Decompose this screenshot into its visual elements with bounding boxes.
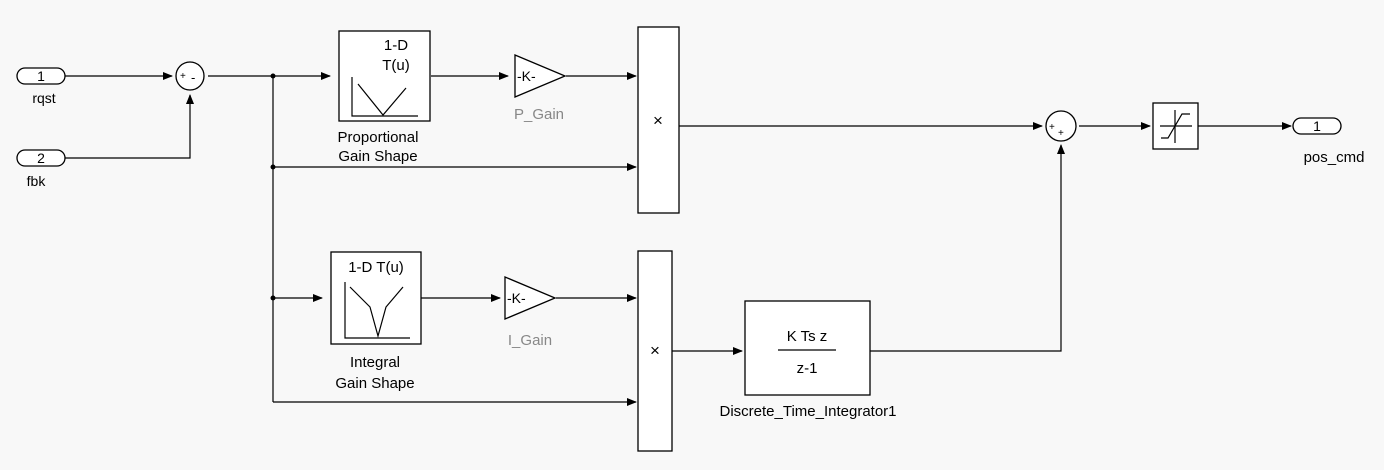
i-lookup-label-line2: Gain Shape (335, 375, 414, 392)
inport-rqst-shape[interactable] (16, 67, 66, 85)
p-gain-block[interactable]: -K- P_Gain (514, 54, 567, 123)
inport-fbk-number: 2 (37, 150, 45, 166)
saturation-curve (1161, 113, 1190, 139)
p-lookup-axes (351, 77, 418, 117)
p-product-symbol: × (653, 111, 663, 130)
sum-output-sign-1: + (1049, 122, 1055, 133)
integrator-denominator: z-1 (797, 360, 818, 377)
p-lookup-curve (357, 83, 407, 116)
outport-label: pos_cmd (1304, 149, 1365, 166)
inport-rqst[interactable]: 1 rqst (16, 67, 66, 106)
inport-rqst-number: 1 (37, 68, 45, 84)
sum-output-sign-2: + (1058, 128, 1064, 139)
integrator-box[interactable] (744, 300, 871, 396)
branch-point (270, 295, 276, 301)
p-gain-name: P_Gain (514, 106, 564, 123)
integrator-name: Discrete_Time_Integrator1 (719, 403, 896, 420)
wire-integrator-to-sum[interactable] (870, 144, 1065, 352)
sum-error-block[interactable]: + - (175, 61, 205, 91)
sum-error-sign-minus: - (191, 70, 195, 85)
p-lookup-label-line2: Gain Shape (338, 148, 417, 165)
i-product-box[interactable] (637, 250, 673, 452)
p-lookup-box[interactable] (338, 30, 431, 122)
outport-shape[interactable] (1292, 117, 1342, 135)
i-lookup-curve (349, 286, 404, 339)
p-product-block[interactable]: × (637, 26, 680, 214)
p-lookup-label-line1: Proportional (338, 129, 419, 146)
i-gain-block[interactable]: -K- I_Gain (504, 276, 557, 349)
outport-pos-cmd[interactable]: 1 pos_cmd (1292, 117, 1365, 166)
p-lookup-header-tu: T(u) (382, 57, 410, 74)
p-product-box[interactable] (637, 26, 680, 214)
signal-lines (65, 72, 1292, 406)
integral-gain-shape-block[interactable]: 1-D T(u) Integral Gain Shape (330, 251, 422, 392)
i-gain-value: -K- (507, 290, 526, 306)
inport-fbk-label: fbk (27, 173, 47, 189)
outport-number: 1 (1313, 118, 1321, 134)
sum-error-circle[interactable] (175, 61, 205, 91)
i-gain-name: I_Gain (508, 332, 552, 349)
sum-output-circle[interactable] (1045, 110, 1077, 142)
branch-point (270, 73, 276, 79)
i-lookup-axes (344, 282, 410, 339)
wire-fbk-to-sum[interactable] (65, 94, 194, 159)
sum-output-block[interactable]: + + (1045, 110, 1077, 142)
p-gain-value: -K- (517, 68, 536, 84)
i-lookup-header: 1-D T(u) (348, 259, 404, 276)
inport-rqst-label: rqst (32, 90, 55, 106)
inport-fbk-shape[interactable] (16, 149, 66, 167)
i-product-symbol: × (650, 341, 660, 360)
discrete-time-integrator-block[interactable]: K Ts z z-1 Discrete_Time_Integrator1 (719, 300, 897, 420)
i-gain-triangle[interactable] (504, 276, 557, 320)
integrator-numerator: K Ts z (787, 328, 828, 345)
inport-fbk[interactable]: 2 fbk (16, 149, 66, 189)
p-lookup-header-1d: 1-D (384, 37, 408, 54)
saturation-block[interactable] (1152, 102, 1199, 150)
p-gain-triangle[interactable] (514, 54, 567, 98)
i-lookup-label-line1: Integral (350, 354, 400, 371)
sum-error-sign-plus: + (180, 71, 186, 82)
branch-point (270, 164, 276, 170)
proportional-gain-shape-block[interactable]: 1-D T(u) Proportional Gain Shape (338, 30, 431, 165)
i-product-block[interactable]: × (637, 250, 673, 452)
